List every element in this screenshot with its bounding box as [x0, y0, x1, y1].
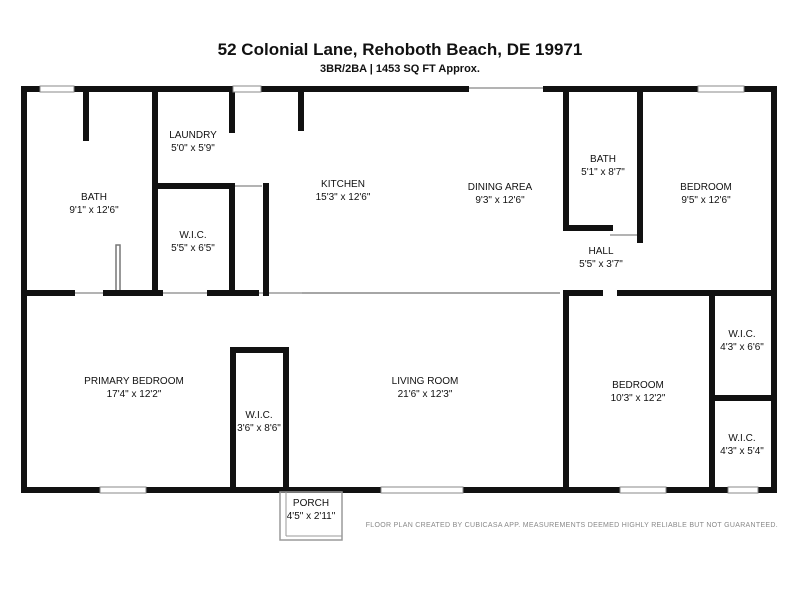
room-dims: 9'3" x 12'6" [475, 195, 525, 206]
room-dims: 5'5" x 3'7" [579, 259, 623, 270]
room-name: W.I.C. [728, 433, 756, 444]
room-wic-right-upper: W.I.C. 4'3" x 6'6" [720, 328, 764, 354]
room-name: DINING AREA [467, 182, 533, 193]
property-summary: 3BR/2BA | 1453 SQ FT Approx. [320, 63, 480, 75]
room-kitchen: KITCHEN 15'3" x 12'6" [316, 178, 371, 204]
room-bedroom-top-right: BEDROOM 9'5" x 12'6" [680, 181, 732, 207]
room-bedroom-bottom-right: BEDROOM 10'3" x 12'2" [611, 379, 666, 405]
room-name: BATH [81, 192, 107, 203]
room-name: W.I.C. [245, 410, 273, 421]
room-dims: 5'5" x 6'5" [171, 243, 215, 254]
room-name: PORCH [292, 498, 330, 509]
room-dims: 5'0" x 5'9" [171, 143, 215, 154]
room-dims: 9'1" x 12'6" [69, 205, 119, 216]
room-dining-area: DINING AREA 9'3" x 12'6" [468, 181, 532, 207]
room-living-room: LIVING ROOM 21'6" x 12'3" [392, 375, 459, 401]
room-name: BEDROOM [680, 182, 732, 193]
room-bath-left: BATH 9'1" x 12'6" [69, 191, 118, 217]
room-primary-bedroom: PRIMARY BEDROOM 17'4" x 12'2" [84, 375, 184, 401]
room-name: LIVING ROOM [391, 376, 459, 387]
room-name: LAUNDRY [169, 130, 217, 141]
room-dims: 4'3" x 5'4" [720, 446, 764, 457]
room-wic-right-lower: W.I.C. 4'3" x 5'4" [720, 432, 764, 458]
room-name: W.I.C. [728, 329, 756, 340]
room-laundry: LAUNDRY 5'0" x 5'9" [169, 129, 217, 155]
room-porch: PORCH 4'5" x 2'11" [287, 497, 336, 523]
room-dims: 4'3" x 6'6" [720, 342, 764, 353]
porch-outline [279, 491, 343, 541]
room-wic-primary: W.I.C. 3'6" x 8'6" [237, 409, 281, 435]
room-bath-right: BATH 5'1" x 8'7" [581, 153, 625, 179]
room-wic-upper: W.I.C. 5'5" x 6'5" [171, 229, 215, 255]
room-dims: 9'5" x 12'6" [681, 195, 731, 206]
room-name: BEDROOM [612, 380, 664, 391]
room-dims: 21'6" x 12'3" [397, 389, 453, 400]
room-dims: 17'4" x 12'2" [106, 389, 162, 400]
property-address: 52 Colonial Lane, Rehoboth Beach, DE 199… [217, 40, 583, 59]
room-dims: 4'5" x 2'11" [286, 511, 336, 522]
room-name: PRIMARY BEDROOM [84, 376, 184, 387]
disclaimer: FLOOR PLAN CREATED BY CUBICASA APP. MEAS… [365, 522, 778, 529]
room-name: KITCHEN [321, 179, 365, 190]
room-name: W.I.C. [179, 230, 207, 241]
room-dims: 3'6" x 8'6" [237, 423, 281, 434]
room-dims: 10'3" x 12'2" [610, 393, 666, 404]
room-dims: 5'1" x 8'7" [581, 167, 625, 178]
room-hall: HALL 5'5" x 3'7" [579, 245, 623, 271]
room-name: HALL [588, 246, 614, 257]
room-name: BATH [590, 154, 616, 165]
room-dims: 15'3" x 12'6" [315, 192, 371, 203]
thick-walls [21, 86, 777, 493]
windows [39, 85, 759, 494]
